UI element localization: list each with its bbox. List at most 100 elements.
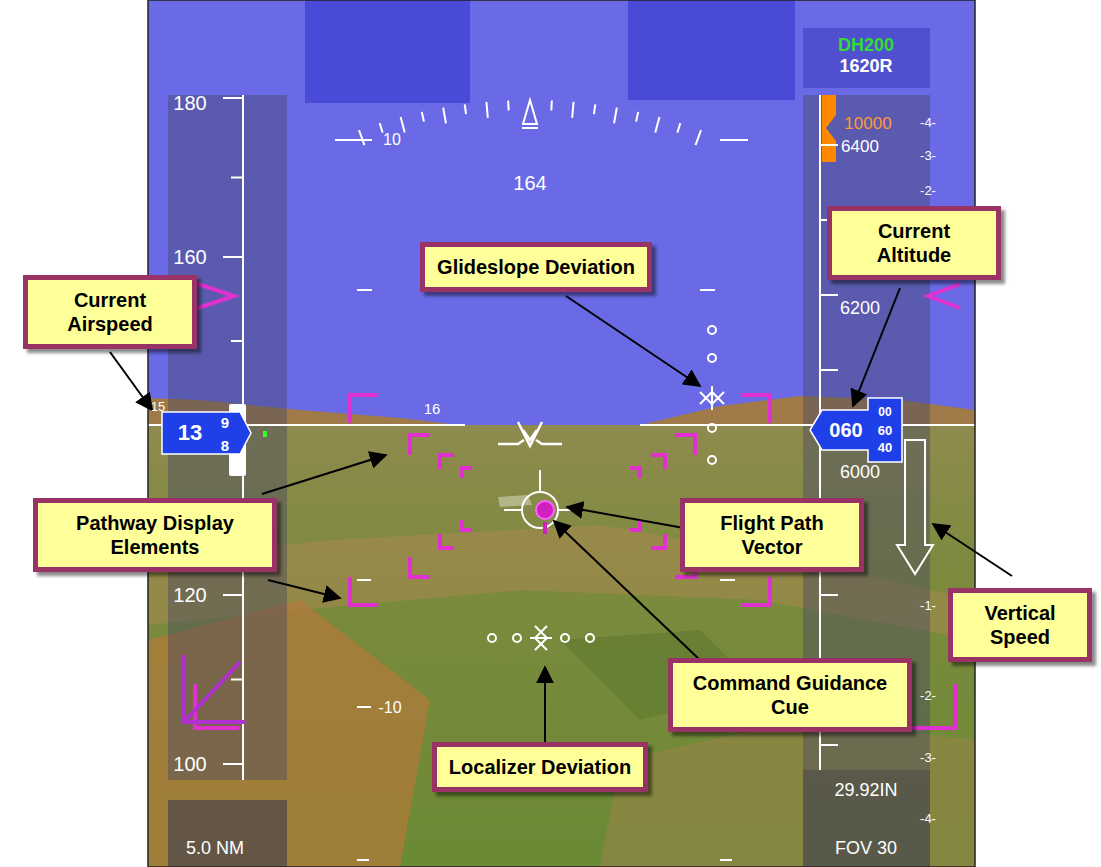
callout-text: Glideslope Deviation (437, 255, 635, 279)
speed-chevron (198, 284, 234, 308)
heading-tick (696, 130, 701, 145)
display-label: 16 (424, 401, 441, 416)
callout-text: Current Altitude (844, 219, 984, 267)
airspeed-tick (223, 97, 243, 99)
display-frame (148, 0, 975, 867)
altitude-tick (820, 294, 838, 296)
heading-tick (443, 108, 446, 124)
display-label: 120 (173, 585, 206, 605)
range-panel (168, 800, 287, 867)
heading-tick (465, 104, 466, 114)
decision-height-panel (803, 28, 930, 88)
display-label: -10 (378, 700, 401, 716)
heading-tick (636, 112, 638, 122)
green-marker (263, 431, 267, 437)
altitude-tick (820, 369, 838, 371)
display-label: -4- (920, 116, 936, 129)
command-guidance-cue (543, 522, 547, 534)
heading-tick (422, 112, 424, 122)
leader-arrow (268, 580, 340, 598)
display-label: 10000 (844, 115, 891, 132)
display-label: 29.92IN (834, 781, 897, 799)
vertical-speed-arrow (897, 440, 933, 574)
callout-text: Pathway Display Elements (50, 511, 260, 559)
altitude-bug (822, 95, 836, 162)
leader-arrow (110, 352, 152, 410)
top-panel (305, 0, 470, 103)
display-label: -4- (920, 812, 936, 825)
heading-tick (507, 100, 509, 110)
callout-box: Localizer Deviation (432, 742, 648, 792)
pathway-bracket (410, 435, 695, 577)
callout-box: Command Guidance Cue (668, 658, 912, 732)
display-label: -2- (920, 689, 936, 702)
display-label: 6200 (840, 299, 880, 317)
heading-tick (614, 108, 617, 124)
altitude-readout (810, 398, 902, 462)
heading-scale (359, 100, 701, 145)
glideslope-scale (700, 326, 724, 464)
horizon-line (640, 424, 975, 426)
heading-tick (486, 102, 487, 118)
callout-box: Flight Path Vector (680, 498, 864, 572)
airspeed-tick (231, 340, 243, 342)
pathway-brackets (195, 395, 955, 728)
altitude-chevron (928, 284, 960, 308)
callout-box: Glideslope Deviation (420, 242, 652, 292)
callout-text: Flight Path Vector (697, 511, 847, 559)
display-label: DH200 (838, 36, 894, 54)
leader-arrow (554, 521, 700, 660)
leader-arrow (544, 667, 546, 748)
top-panel (628, 0, 795, 100)
display-label: 160 (173, 247, 206, 267)
heading-tick (594, 104, 595, 114)
leader-arrow (262, 455, 386, 494)
callout-text: Localizer Deviation (449, 755, 631, 779)
display-label: 1620R (839, 57, 892, 75)
display-label: -2- (920, 184, 936, 197)
altitude-tick (820, 144, 838, 146)
display-label: 40 (878, 441, 892, 454)
display-label: -3- (920, 751, 936, 764)
airspeed-tick (223, 594, 243, 596)
callout-text: Command Guidance Cue (685, 671, 895, 719)
display-label: 100 (173, 754, 206, 774)
leader-arrow (567, 507, 695, 530)
airspeed-tick (223, 256, 243, 258)
callout-box: Current Altitude (827, 206, 1001, 280)
display-label: 9 (221, 415, 229, 430)
callout-box: Pathway Display Elements (33, 498, 277, 572)
display-label: 6000 (840, 463, 880, 481)
pathway-bracket (462, 468, 640, 530)
display-label: 5.0 NM (186, 839, 244, 857)
leader-arrow (566, 296, 700, 386)
localizer-scale (488, 626, 594, 650)
callout-box: Vertical Speed (948, 588, 1092, 662)
heading-tick (677, 123, 680, 133)
altitude-tick (820, 744, 838, 746)
callout-text: Vertical Speed (965, 601, 1075, 649)
aircraft-symbol (498, 422, 562, 446)
callout-text: Current Airspeed (40, 288, 180, 336)
heading-pointer (522, 100, 538, 128)
heading-tick (401, 117, 405, 132)
display-label: 6400 (841, 138, 879, 155)
airspeed-tick (231, 679, 243, 681)
heading-tick (380, 123, 383, 133)
display-label: 10 (383, 132, 401, 148)
display-label: 60 (878, 424, 892, 437)
display-label: 060 (829, 420, 862, 440)
pathway-bracket (440, 455, 665, 548)
flight-path-vector (504, 470, 576, 528)
display-label: 13 (178, 422, 202, 444)
heading-tick (572, 102, 573, 118)
airspeed-tape (168, 95, 287, 780)
display-label: 180 (173, 93, 206, 113)
heading-tick (550, 100, 552, 110)
airspeed-tick (223, 763, 243, 765)
display-label: -1- (920, 599, 936, 612)
display-label: 8 (221, 438, 229, 453)
display-label: 164 (513, 173, 546, 193)
heading-tick (655, 117, 659, 132)
display-label: -3- (920, 149, 936, 162)
